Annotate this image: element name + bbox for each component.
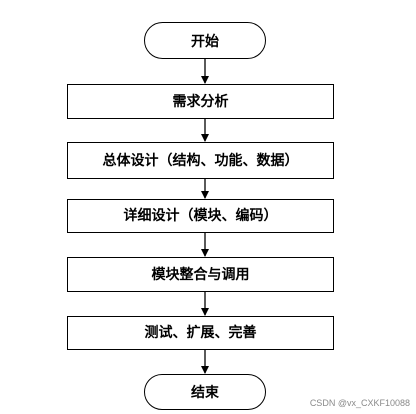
step-overall-design-label: 总体设计（结构、功能、数据） <box>102 152 299 169</box>
step-testing: 测试、扩展、完善 <box>67 316 334 350</box>
step-module-integration-label: 模块整合与调用 <box>151 266 250 283</box>
step-detailed-design: 详细设计（模块、编码） <box>67 199 334 233</box>
end-terminal: 结束 <box>144 374 266 410</box>
step-overall-design: 总体设计（结构、功能、数据） <box>67 142 334 179</box>
step-testing-label: 测试、扩展、完善 <box>144 325 257 341</box>
end-label: 结束 <box>191 385 219 401</box>
step-detailed-design-label: 详细设计（模块、编码） <box>123 208 278 224</box>
start-terminal: 开始 <box>144 22 266 59</box>
step-module-integration: 模块整合与调用 <box>67 257 334 292</box>
step-requirements-analysis: 需求分析 <box>67 84 334 119</box>
start-label: 开始 <box>191 33 219 50</box>
step-requirements-analysis-label: 需求分析 <box>172 93 229 110</box>
watermark: CSDN @vx_CXKF10088 <box>309 398 410 408</box>
